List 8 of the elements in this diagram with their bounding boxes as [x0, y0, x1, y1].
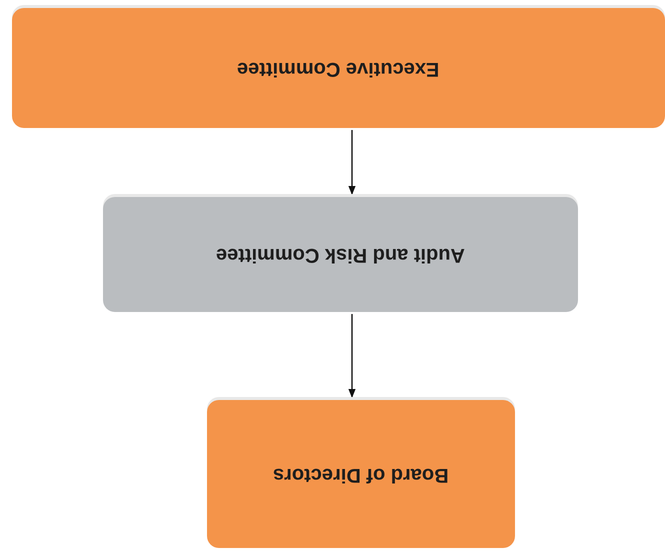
box-label: Board of Directors: [273, 462, 449, 486]
process-box: [12, 8, 665, 128]
arrow: [348, 314, 356, 398]
process-box: [207, 400, 515, 548]
box-label: Audit and Risk Committee: [216, 243, 465, 266]
process-box: [103, 197, 578, 312]
box-label: Executive Committee: [237, 56, 440, 80]
arrow: [348, 130, 356, 195]
